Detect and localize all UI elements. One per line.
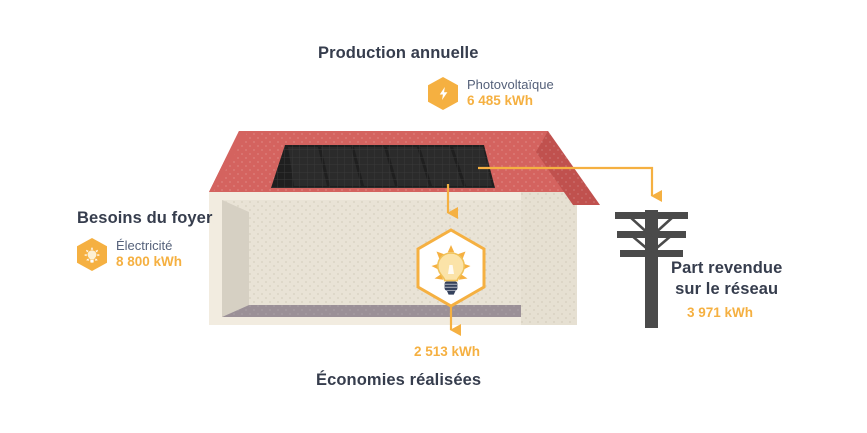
metric-electricity: Électricité 8 800 kWh [77,238,182,271]
page-title-production: Production annuelle [318,44,479,62]
metric-electricity-label: Électricité [116,238,173,254]
section-title-grid-resale-line1: Part revendue [671,259,783,277]
section-title-household-needs: Besoins du foyer [77,209,213,227]
lightbulb-glyph [83,246,101,263]
solar-panel-array [271,145,495,188]
utility-pole-icon [615,210,688,328]
section-title-grid-resale-line2: sur le réseau [675,279,779,298]
bolt-glyph [439,87,447,100]
metric-photovoltaic-value: 6 485 kWh [467,93,534,109]
lightbulb-hex-icon [416,228,486,308]
flow-panels-to-grid [478,166,662,202]
section-title-grid-resale: Part revendue sur le réseau [671,258,782,299]
bolt-icon [428,77,458,110]
metric-photovoltaic: Photovoltaïque 6 485 kWh [428,77,554,110]
home-consumption-badge [415,228,487,308]
metric-grid-resale-value: 3 971 kWh [687,305,754,320]
metric-photovoltaic-label: Photovoltaïque [467,77,554,93]
section-title-savings: Économies réalisées [316,371,482,389]
metric-savings-value: 2 513 kWh [414,344,481,359]
metric-electricity-value: 8 800 kWh [116,254,183,270]
lightbulb-icon [77,238,107,271]
